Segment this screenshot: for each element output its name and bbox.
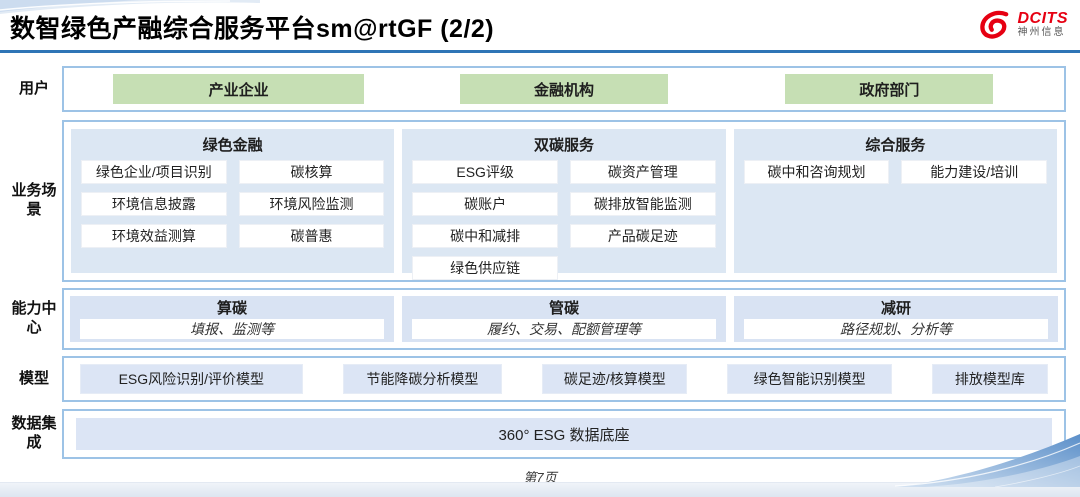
data-platform-box: 360° ESG 数据底座 <box>76 418 1052 450</box>
scenario-item: 能力建设/培训 <box>901 160 1047 184</box>
capability-title: 管碳 <box>548 300 579 317</box>
column-title: 绿色金融 <box>202 137 263 154</box>
scenario-item: 碳资产管理 <box>569 160 716 184</box>
row-label-models: 模型 <box>18 369 49 387</box>
column-title: 双碳服务 <box>533 137 594 154</box>
scenario-item: 绿色供应链 <box>412 256 558 280</box>
scenario-item: 碳普惠 <box>238 224 385 248</box>
column-grid: 绿色企业/项目识别 碳核算 环境信息披露 环境风险监测 环境效益测算 碳普惠 <box>81 160 385 248</box>
scenario-column-comprehensive: 综合服务 碳中和咨询规划 能力建设/培训 <box>733 129 1057 273</box>
scenario-item: 碳账户 <box>412 192 558 216</box>
row-label-capability: 能力中心 <box>11 300 57 336</box>
user-box-industry: 产业企业 <box>113 74 364 104</box>
dcits-swirl-icon <box>979 10 1008 39</box>
models-row-container: ESG风险识别/评价模型 节能降碳分析模型 碳足迹/核算模型 绿色智能识别模型 … <box>62 356 1066 402</box>
data-row-container: 360° ESG 数据底座 <box>62 409 1066 459</box>
top-left-swoosh-decoration <box>0 0 260 14</box>
scenario-column-dual-carbon: 双碳服务 ESG评级 碳资产管理 碳账户 碳排放智能监测 碳中和减排 产品碳足迹… <box>402 129 726 280</box>
user-cell: 金融机构 <box>401 74 726 104</box>
scenario-item: 碳核算 <box>238 160 385 184</box>
scenario-column-green-finance: 绿色金融 绿色企业/项目识别 碳核算 环境信息披露 环境风险监测 环境效益测算 … <box>71 129 395 273</box>
scenario-item: ESG评级 <box>412 160 558 184</box>
bottom-band-decoration <box>0 482 1080 497</box>
column-grid: 碳中和咨询规划 能力建设/培训 <box>743 160 1047 184</box>
scenario-item: 碳中和咨询规划 <box>743 160 890 184</box>
scenario-item: 环境效益测算 <box>81 224 227 248</box>
model-box-carbon-footprint: 碳足迹/核算模型 <box>542 364 688 394</box>
capability-box-carbon-accounting: 算碳 填报、监测等 <box>70 296 394 342</box>
capability-title: 减研 <box>880 300 911 317</box>
title-underline <box>0 50 1080 53</box>
model-box-energy-saving: 节能降碳分析模型 <box>342 364 503 394</box>
model-box-esg-risk: ESG风险识别/评价模型 <box>80 364 303 394</box>
capability-desc: 填报、监测等 <box>80 319 384 339</box>
row-label-users: 用户 <box>18 79 49 97</box>
footer-page-number: 第7页 <box>523 470 557 485</box>
scenario-item: 环境信息披露 <box>81 192 227 216</box>
scenarios-row-container: 绿色金融 绿色企业/项目识别 碳核算 环境信息披露 环境风险监测 环境效益测算 … <box>62 120 1066 282</box>
column-grid: ESG评级 碳资产管理 碳账户 碳排放智能监测 碳中和减排 产品碳足迹 绿色供应… <box>412 160 716 280</box>
column-title: 综合服务 <box>865 137 926 154</box>
scenario-item: 绿色企业/项目识别 <box>81 160 227 184</box>
dcits-brand-subtitle: 神州信息 <box>1017 27 1066 39</box>
capability-desc: 履约、交易、配额管理等 <box>412 319 716 339</box>
users-row-container: 产业企业 金融机构 政府部门 <box>62 66 1066 112</box>
capability-desc: 路径规划、分析等 <box>744 319 1048 339</box>
slide-title: 数智绿色产融综合服务平台sm@rtGF (2/2) <box>10 15 495 43</box>
capability-row-container: 算碳 填报、监测等 管碳 履约、交易、配额管理等 减研 路径规划、分析等 <box>62 288 1066 350</box>
user-box-government: 政府部门 <box>785 74 994 104</box>
model-box-green-ai: 绿色智能识别模型 <box>727 364 892 394</box>
scenario-item: 环境风险监测 <box>238 192 385 216</box>
scenario-item: 碳排放智能监测 <box>569 192 716 216</box>
scenario-item: 碳中和减排 <box>412 224 558 248</box>
dcits-logo: DCITS 神州信息 <box>977 10 1069 40</box>
user-cell: 政府部门 <box>727 74 1052 104</box>
scenario-item: 产品碳足迹 <box>569 224 716 248</box>
user-cell: 产业企业 <box>76 74 401 104</box>
bottom-right-swoosh-decoration <box>895 434 1080 487</box>
capability-title: 算碳 <box>216 300 247 317</box>
row-label-scenarios: 业务场景 <box>11 182 57 218</box>
model-box-emission-library: 排放模型库 <box>931 364 1048 394</box>
capability-box-reduction-research: 减研 路径规划、分析等 <box>734 296 1058 342</box>
user-box-financial: 金融机构 <box>459 74 669 104</box>
capability-box-carbon-management: 管碳 履约、交易、配额管理等 <box>402 296 726 342</box>
dcits-brand-text: DCITS <box>1017 10 1068 28</box>
row-label-data: 数据集成 <box>11 415 57 451</box>
